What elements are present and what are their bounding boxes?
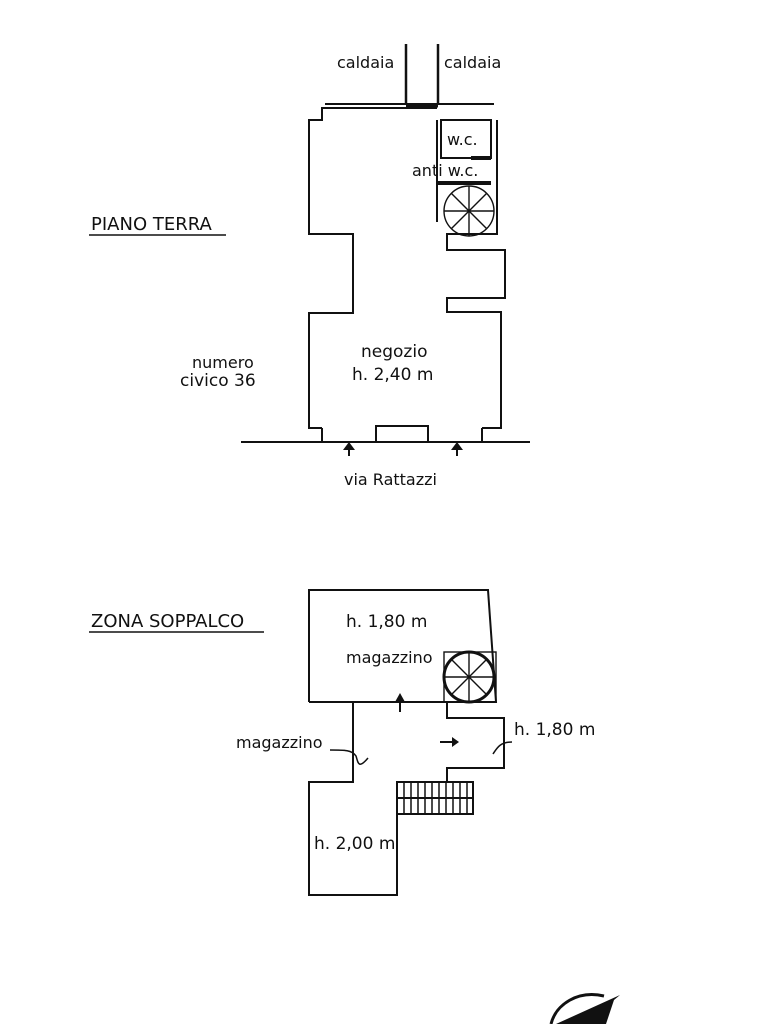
spiral-staircase: [443, 185, 495, 237]
straight-staircase: [396, 781, 474, 815]
wc-label: w.c.: [447, 130, 478, 149]
upper-storage-label: magazzino: [346, 648, 433, 667]
boiler-label-right: caldaia: [444, 53, 501, 72]
mezzanine-title: ZONA SOPPALCO: [91, 611, 244, 632]
street-label: via Rattazzi: [344, 470, 437, 489]
ground-floor-title: PIANO TERRA: [91, 214, 212, 235]
entrance-arrow-left: [343, 442, 355, 456]
wc-room: [440, 119, 492, 159]
boiler-label-left: caldaia: [337, 53, 394, 72]
house-number-line2: civico 36: [180, 371, 256, 391]
ground-floor-plan: PIANO TERRA caldaia caldaia w.c. anti w.…: [89, 44, 530, 489]
shop-outline: [308, 107, 506, 429]
spiral-staircase-mezzanine: [442, 650, 497, 704]
left-storage-label: magazzino: [236, 733, 323, 752]
shop-height: h. 2,40 m: [352, 365, 433, 385]
entrance-arrow-right: [451, 442, 463, 456]
mezzanine-plan: ZONA SOPPALCO h. 1,80 m magazzino: [89, 589, 595, 896]
access-arrow-up: [395, 693, 405, 712]
shop-window: [375, 425, 429, 443]
side-room-height: h. 1,80 m: [514, 720, 595, 740]
left-room-leader: [329, 749, 369, 765]
side-height-leader: [492, 741, 513, 755]
house-number-line1: numero: [192, 353, 254, 372]
boiler-walls: [325, 44, 494, 108]
upper-storage-height: h. 1,80 m: [346, 612, 427, 632]
north-arrow-icon: [549, 993, 620, 1024]
access-arrow-side: [440, 737, 459, 747]
shop-label: negozio: [361, 342, 427, 362]
anti-wc-label: anti w.c.: [412, 161, 478, 180]
lower-storage-height: h. 2,00 m: [314, 834, 395, 854]
upper-storage-outline: [308, 589, 498, 703]
